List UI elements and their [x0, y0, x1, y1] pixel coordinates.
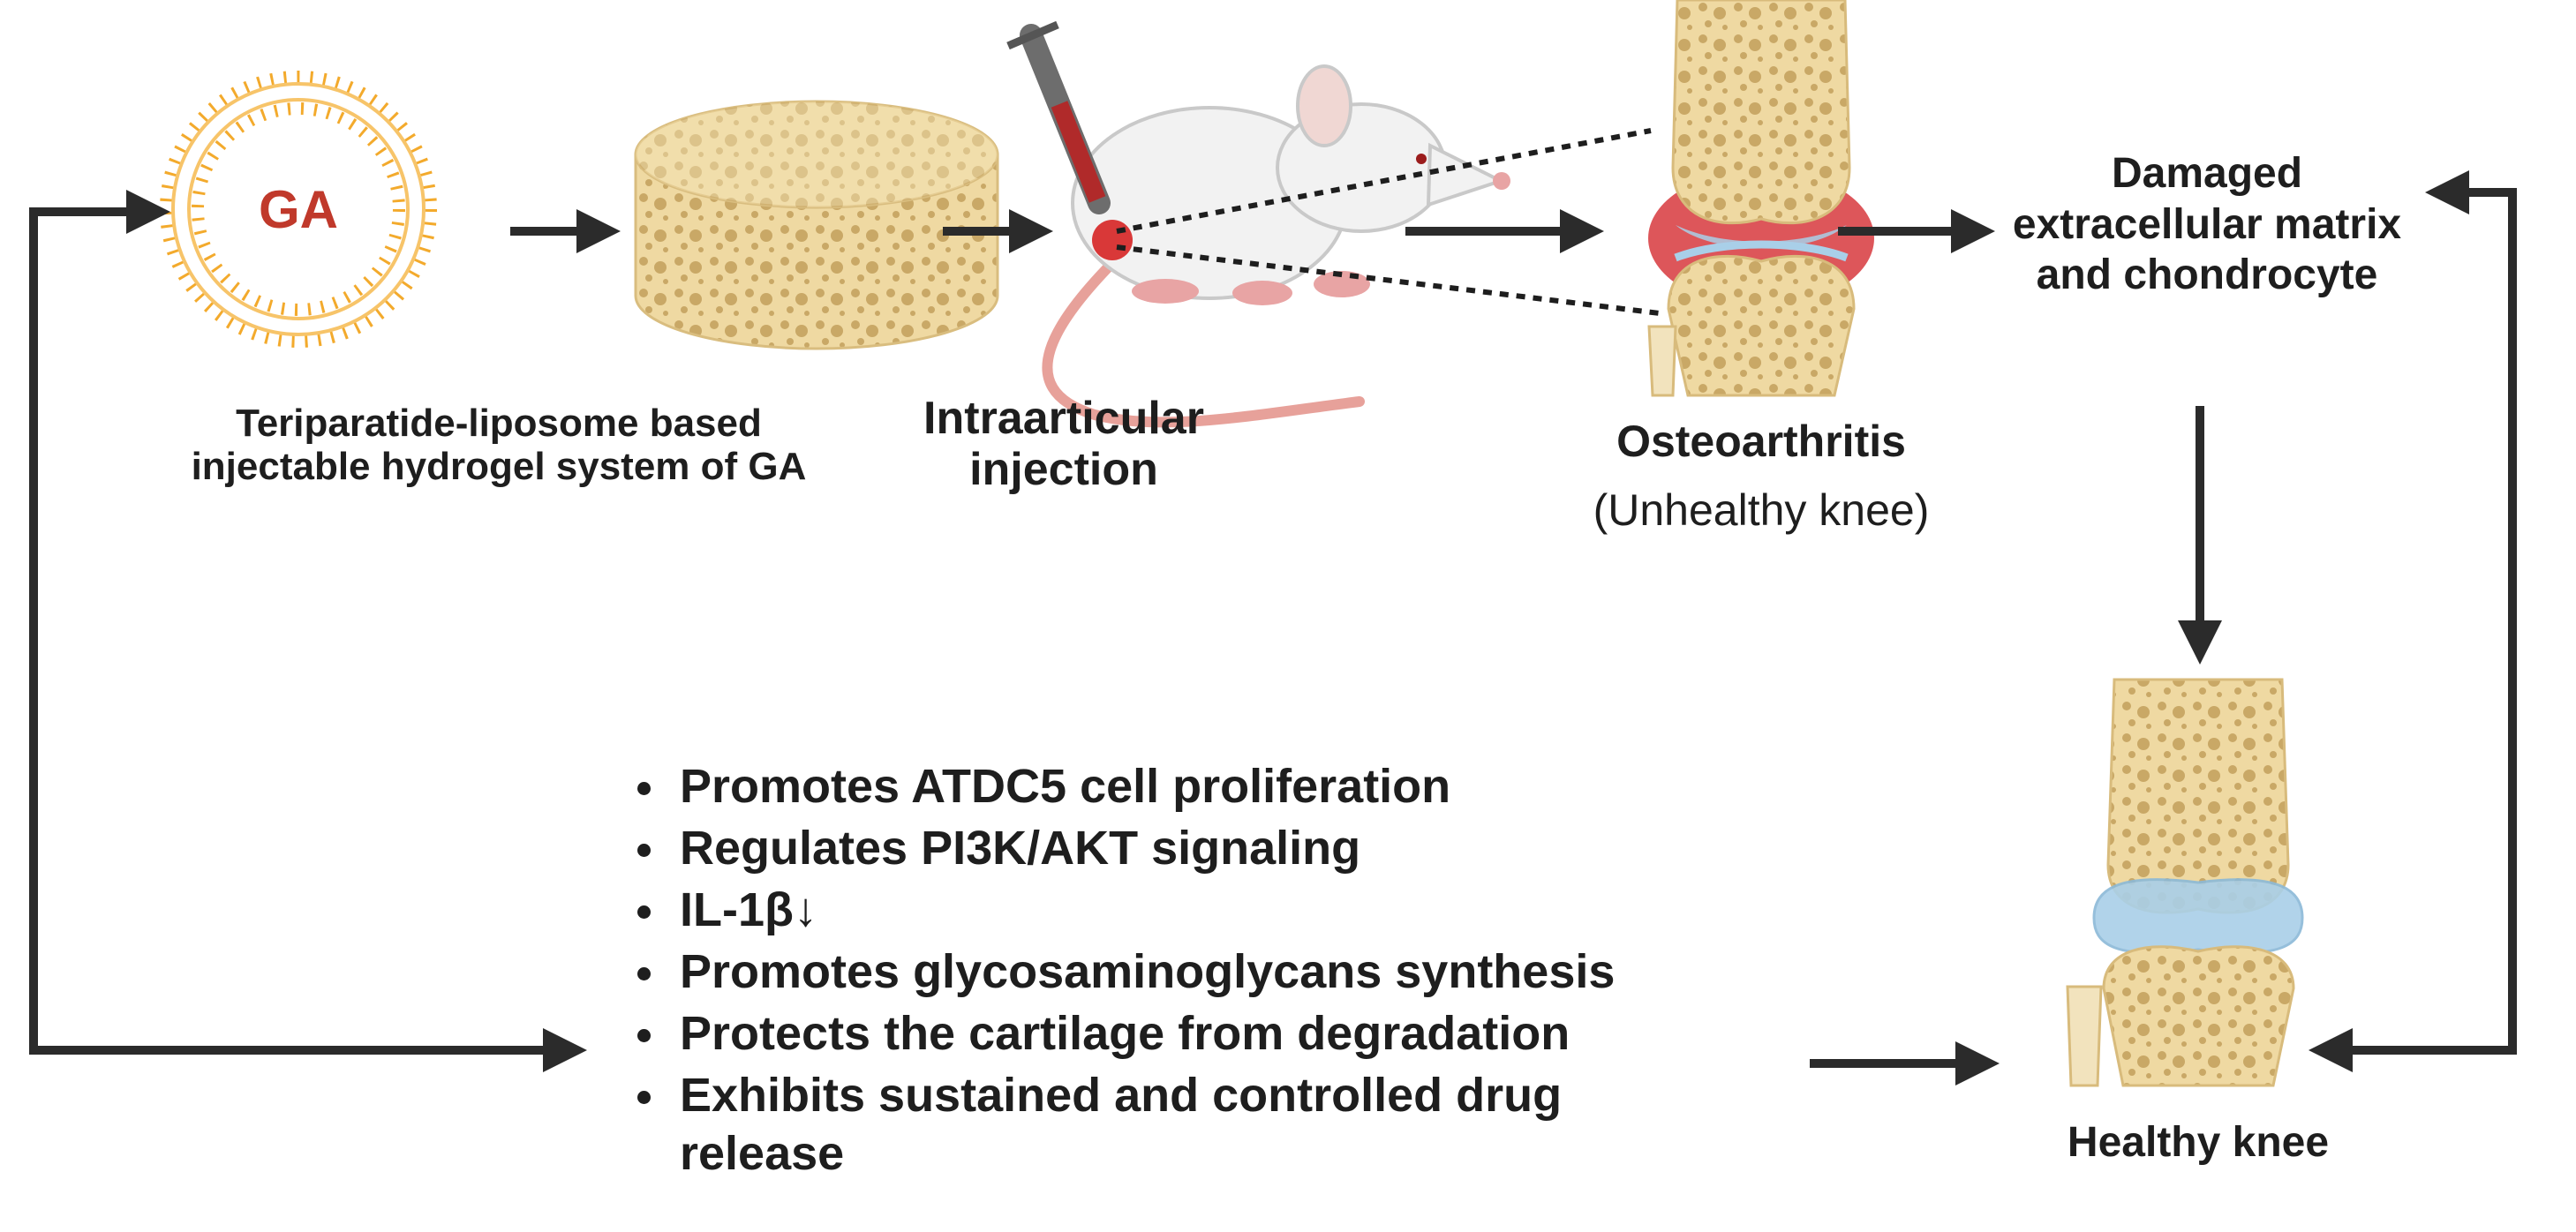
arrow-left-loop-bottom — [29, 212, 587, 1072]
hydrogel-label-line2: injectable hydrogel system of GA — [191, 445, 807, 489]
hydrogel-label-line1: Teriparatide-liposome based — [236, 402, 762, 445]
injection-label-line1: Intraarticular — [923, 393, 1204, 444]
benefit-item: IL-1β↓ — [629, 879, 1615, 941]
zoom-line-top — [1116, 128, 1652, 234]
damage-label: Damaged extracellular matrix and chondro… — [1977, 148, 2437, 301]
benefits-list: Promotes ATDC5 cell proliferation Regula… — [629, 755, 1615, 1184]
osteoarthritis-label-line1: Osteoarthritis — [1616, 417, 1906, 466]
osteoarthritis-label-line2: (Unhealthy knee) — [1593, 485, 1930, 535]
healthy-knee-label: Healthy knee — [2067, 1119, 2330, 1166]
unhealthy-knee-icon — [1647, 0, 1874, 397]
osteoarthritis-label: Osteoarthritis (Unhealthy knee) — [1483, 408, 2039, 545]
benefit-item: Promotes ATDC5 cell proliferation — [629, 755, 1615, 817]
damage-label-line2: extracellular matrix — [2012, 200, 2402, 248]
zoom-line-bottom — [1116, 244, 1661, 316]
damage-label-line1: Damaged — [2111, 150, 2303, 197]
injection-label-line2: injection — [969, 444, 1158, 496]
injection-label: Intraarticular injection — [892, 393, 1236, 495]
healthy-knee-icon — [2066, 678, 2304, 1087]
hydrogel-label: Teriparatide-liposome based injectable h… — [119, 402, 878, 489]
benefit-item: Promotes glycosaminoglycans synthesis — [629, 941, 1615, 1003]
arrow-left-loop-top — [29, 190, 170, 1050]
ga-label: GA — [259, 180, 338, 239]
benefit-item: Regulates PI3K/AKT signaling — [629, 817, 1615, 879]
benefit-item: Protects the cartilage from degradation — [629, 1003, 1615, 1064]
arrow-right-loop-top — [2425, 170, 2517, 1050]
benefit-item: Exhibits sustained and controlled drug — [629, 1064, 1615, 1126]
rat-injection-icon — [1006, 20, 1510, 428]
benefit-item-continuation: release — [680, 1127, 845, 1180]
liposome-icon: GA — [160, 71, 437, 348]
hydrogel-scaffold-icon — [634, 100, 999, 350]
arrow-right-loop — [2309, 192, 2517, 1072]
damage-label-line3: and chondrocyte — [2036, 252, 2378, 299]
